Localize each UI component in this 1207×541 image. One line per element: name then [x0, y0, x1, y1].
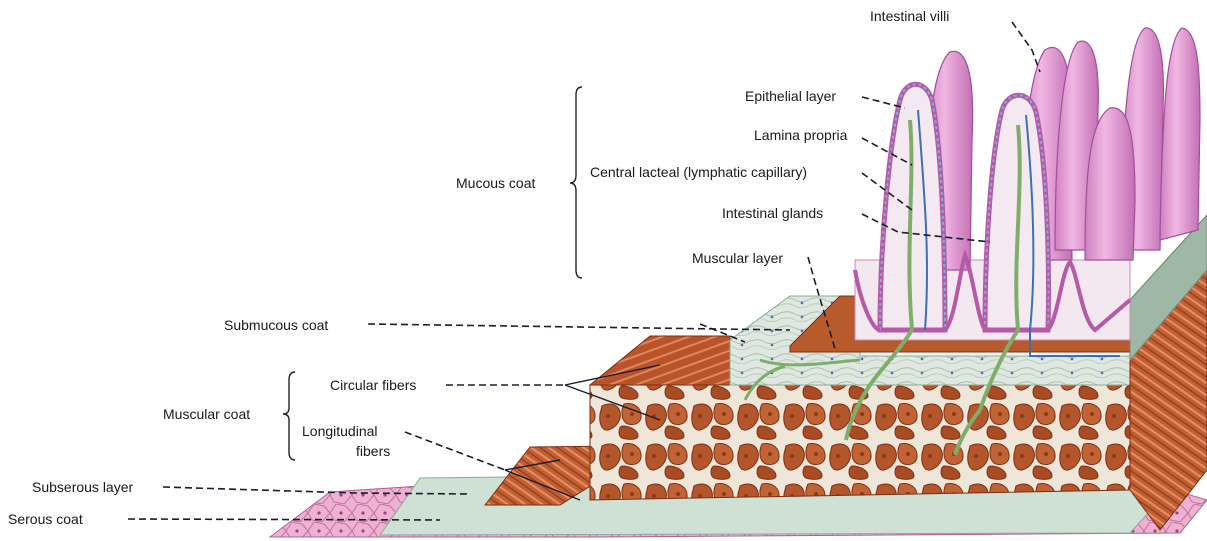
leader-intestinal-villi [1012, 22, 1040, 72]
muscular-coat-brace [283, 372, 295, 460]
label-intestinal-glands: Intestinal glands [722, 205, 823, 221]
mucous-coat-brace [570, 87, 582, 278]
tissue-block [270, 28, 1207, 537]
label-longitudinal-fibers-line1: Longitudinal [302, 423, 378, 439]
label-lamina-propria: Lamina propria [754, 127, 848, 143]
leader-longitudinal-fibers [405, 432, 505, 470]
villus-back-4 [1160, 28, 1200, 240]
label-subserous-layer: Subserous layer [32, 479, 134, 495]
circular-muscle-top [590, 336, 730, 385]
label-muscular-coat: Muscular coat [163, 406, 250, 422]
label-mucous-coat: Mucous coat [456, 175, 535, 191]
label-epithelial-layer: Epithelial layer [745, 88, 836, 104]
label-circular-fibers: Circular fibers [330, 377, 416, 393]
label-central-lacteal: Central lacteal (lymphatic capillary) [590, 164, 807, 180]
label-submucous-coat: Submucous coat [224, 317, 328, 333]
label-muscular-layer: Muscular layer [692, 250, 783, 266]
label-serous-coat: Serous coat [8, 511, 83, 527]
label-intestinal-villi: Intestinal villi [870, 8, 949, 24]
leader-serous-coat [128, 519, 440, 520]
label-longitudinal-fibers-line2: fibers [356, 443, 390, 459]
leader-submucous-coat [368, 324, 790, 330]
